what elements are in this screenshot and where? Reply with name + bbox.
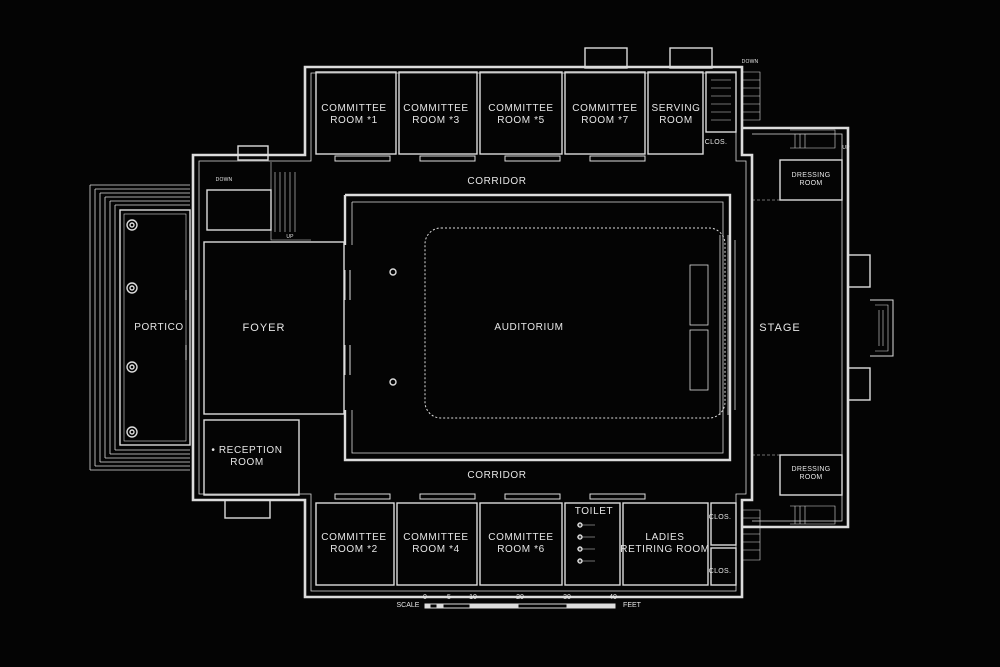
portico-steps: [89, 184, 190, 471]
scale-unit: FEET: [623, 602, 641, 609]
serving-room-wall: [647, 71, 704, 155]
auditorium-floor: [424, 227, 726, 419]
closet-label-bottom-2: CLOS.: [708, 568, 732, 575]
ladies-retiring-room-wall: [622, 502, 709, 586]
scale-tick: 20: [516, 594, 524, 601]
scale-tick: 5: [447, 594, 451, 601]
committee-room-3-wall: [398, 71, 478, 155]
scale-label: SCALE: [396, 602, 420, 609]
stair-up-label-left: UP: [286, 234, 294, 240]
stair-down-label-left: DOWN: [215, 177, 233, 183]
outer-wall: [191, 65, 754, 599]
foyer-wall: [203, 241, 345, 415]
column: [126, 426, 138, 438]
scale-tick: 10: [469, 594, 477, 601]
auditorium-label: AUDITORIUM: [494, 322, 564, 333]
corridor-benches: [334, 155, 646, 500]
column: [126, 361, 138, 373]
stair-top: [705, 71, 737, 133]
scale-tick: 30: [563, 594, 571, 601]
corridor-bottom-label: CORRIDOR: [467, 470, 527, 481]
portico-label: PORTICO: [134, 322, 184, 333]
toilet-label: TOILET: [574, 506, 614, 517]
stage-label: STAGE: [759, 322, 801, 334]
closet-label-bottom-1: CLOS.: [708, 514, 732, 521]
dressing-room-top: [779, 159, 843, 201]
corridor-top-label: CORRIDOR: [467, 176, 527, 187]
committee-room-2-wall: [315, 502, 395, 586]
scale-tick: 40: [609, 594, 617, 601]
committee-room-5-wall: [479, 71, 563, 155]
scale-tick: 0: [423, 594, 427, 601]
auditorium-wall: [343, 193, 732, 462]
dressing-room-bottom: [779, 454, 843, 496]
committee-room-4-wall: [396, 502, 478, 586]
inner-wall: [198, 72, 747, 592]
stair-up-label-right: UP: [842, 145, 850, 151]
column: [126, 282, 138, 294]
toilet-wall: [564, 502, 621, 586]
reception-room-wall: [203, 419, 300, 496]
committee-room-1-wall: [315, 71, 397, 155]
scale-bar: [424, 603, 616, 609]
column: [126, 219, 138, 231]
foyer-label: FOYER: [242, 322, 286, 334]
closet-label-top: CLOS.: [704, 139, 728, 146]
stair-down-label-top: DOWN: [741, 59, 759, 65]
stage-wall: [742, 126, 850, 529]
committee-room-7-wall: [564, 71, 646, 155]
committee-room-6-wall: [479, 502, 563, 586]
